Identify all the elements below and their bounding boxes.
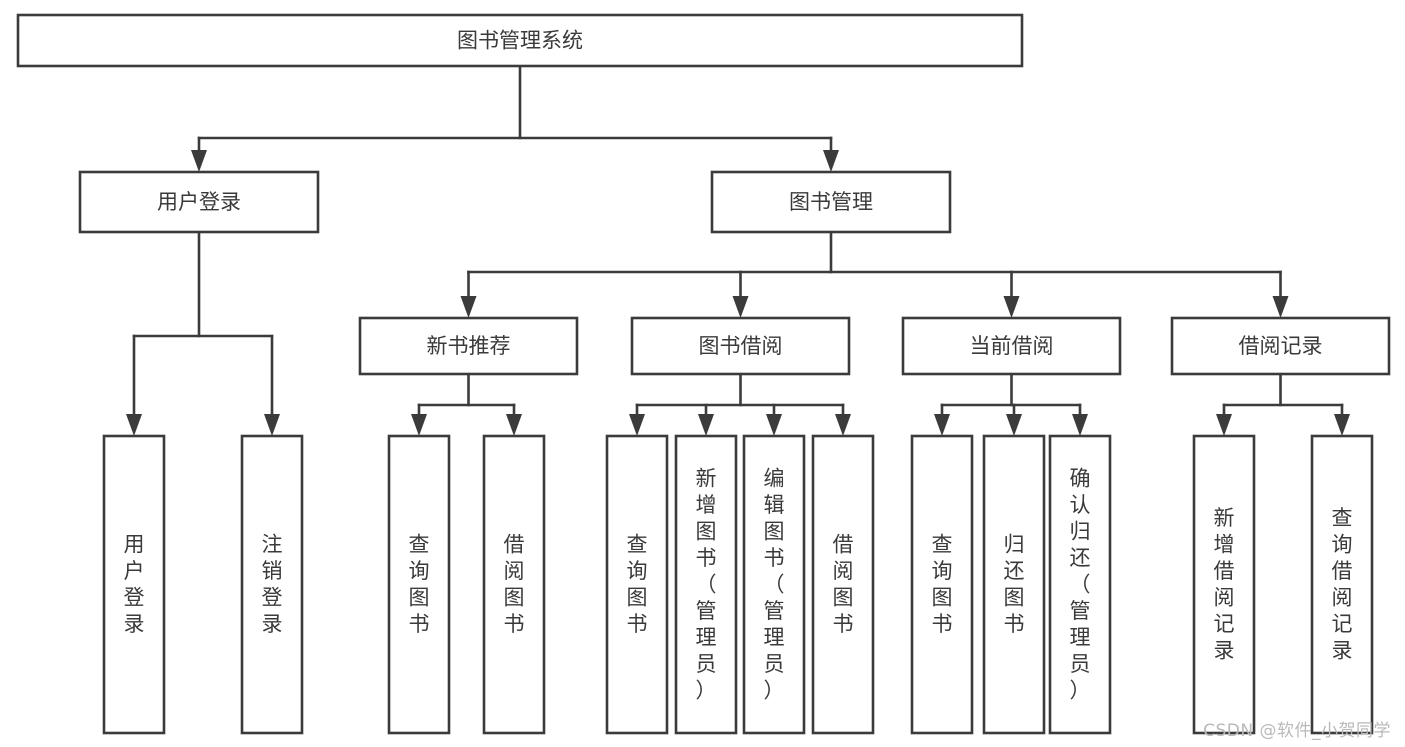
node-label-root: 图书管理系统 [457,29,583,53]
node-leaf-query-book-c[interactable]: 查询图书 [910,434,974,735]
node-box-leaf-borrow-book-a [482,434,546,735]
node-label-book-manage: 图书管理 [789,190,873,214]
node-book-manage[interactable]: 图书管理 [710,170,952,234]
arrowhead-icon-leaf-borrow-book-a [506,414,522,436]
node-label-leaf-return-book: 归还图书 [1004,533,1025,637]
node-box-leaf-logout [240,434,304,735]
nodes-layer: 图书管理系统用户登录图书管理新书推荐图书借阅当前借阅借阅记录用户登录注销登录查询… [16,13,1391,735]
node-box-user-login [78,170,320,234]
arrowhead-icon-leaf-query-record [1334,414,1350,436]
arrowhead-icon-book-manage [823,150,839,172]
arrowhead-icon-leaf-add-book [698,414,714,436]
node-box-leaf-borrow-book-b [811,434,875,735]
node-box-leaf-return-book [982,434,1046,735]
node-box-current-borrow [901,316,1122,376]
node-label-leaf-query-book-b: 查询图书 [627,533,648,637]
node-root[interactable]: 图书管理系统 [16,13,1024,68]
node-label-leaf-borrow-book-a: 借阅图书 [504,533,525,637]
node-label-leaf-confirm-return: 确认归还（管理员） [1070,466,1091,702]
arrowhead-icon-leaf-edit-book [766,414,782,436]
node-label-current-borrow: 当前借阅 [970,334,1054,358]
node-box-new-book-recommend [358,316,579,376]
node-leaf-edit-book[interactable]: 编辑图书（管理员） [742,434,806,735]
node-box-book-manage [710,170,952,234]
node-leaf-borrow-book-b[interactable]: 借阅图书 [811,434,875,735]
arrowhead-icon-leaf-borrow-book-b [835,414,851,436]
node-label-leaf-add-book: 新增图书（管理员） [696,466,717,702]
node-leaf-return-book[interactable]: 归还图书 [982,434,1046,735]
node-box-leaf-user-login [102,434,166,735]
node-leaf-add-book[interactable]: 新增图书（管理员） [674,434,738,735]
arrowhead-icon-leaf-query-book-b [629,414,645,436]
node-label-leaf-user-login: 用户登录 [124,533,145,637]
connectors-layer [126,64,1350,436]
arrowhead-icon-book-borrow [732,296,749,318]
node-leaf-borrow-book-a[interactable]: 借阅图书 [482,434,546,735]
node-leaf-add-record[interactable]: 新增借阅记录 [1192,434,1256,735]
node-label-leaf-query-book-c: 查询图书 [932,533,953,637]
node-current-borrow[interactable]: 当前借阅 [901,316,1122,376]
node-box-borrow-record [1170,316,1391,376]
node-label-new-book-recommend: 新书推荐 [427,334,511,358]
arrowhead-icon-current-borrow [1003,296,1020,318]
node-box-root [16,13,1024,68]
node-borrow-record[interactable]: 借阅记录 [1170,316,1391,376]
arrowhead-icon-leaf-query-book-c [934,414,950,436]
csdn-watermark: CSDN @软件_小贺同学 [1203,721,1391,741]
node-leaf-confirm-return[interactable]: 确认归还（管理员） [1048,434,1112,735]
node-box-leaf-query-book-c [910,434,974,735]
arrowhead-icon-leaf-user-login [126,414,142,436]
arrowhead-icon-leaf-add-record [1216,414,1232,436]
arrowhead-icon-leaf-logout [264,414,280,436]
node-box-leaf-query-book-b [605,434,669,735]
node-box-leaf-add-book [674,434,738,735]
node-book-borrow[interactable]: 图书借阅 [630,316,851,376]
node-label-borrow-record: 借阅记录 [1239,334,1323,358]
node-leaf-query-book-b[interactable]: 查询图书 [605,434,669,735]
node-label-leaf-edit-book: 编辑图书（管理员） [764,466,785,702]
node-label-leaf-borrow-book-b: 借阅图书 [833,533,854,637]
node-box-leaf-query-record [1310,434,1374,735]
node-label-leaf-add-record: 新增借阅记录 [1214,506,1235,663]
node-user-login[interactable]: 用户登录 [78,170,320,234]
node-leaf-logout[interactable]: 注销登录 [240,434,304,735]
arrowhead-icon-borrow-record [1272,296,1289,318]
node-label-leaf-query-record: 查询借阅记录 [1332,506,1353,663]
node-label-leaf-logout: 注销登录 [262,533,283,637]
arrowhead-icon-leaf-confirm-return [1072,414,1088,436]
node-new-book-recommend[interactable]: 新书推荐 [358,316,579,376]
node-box-leaf-confirm-return [1048,434,1112,735]
node-leaf-query-book-a[interactable]: 查询图书 [387,434,451,735]
node-label-book-borrow: 图书借阅 [699,334,783,358]
arrowhead-icon-leaf-query-book-a [411,414,427,436]
node-leaf-query-record[interactable]: 查询借阅记录 [1310,434,1374,735]
node-box-leaf-add-record [1192,434,1256,735]
arrowhead-icon-user-login [191,150,207,172]
node-box-leaf-edit-book [742,434,806,735]
node-label-user-login: 用户登录 [157,190,241,214]
node-label-leaf-query-book-a: 查询图书 [409,533,430,637]
node-box-book-borrow [630,316,851,376]
arrowhead-icon-leaf-return-book [1006,414,1022,436]
node-leaf-user-login[interactable]: 用户登录 [102,434,166,735]
node-box-leaf-query-book-a [387,434,451,735]
arrowhead-icon-new-book-recommend [460,296,477,318]
